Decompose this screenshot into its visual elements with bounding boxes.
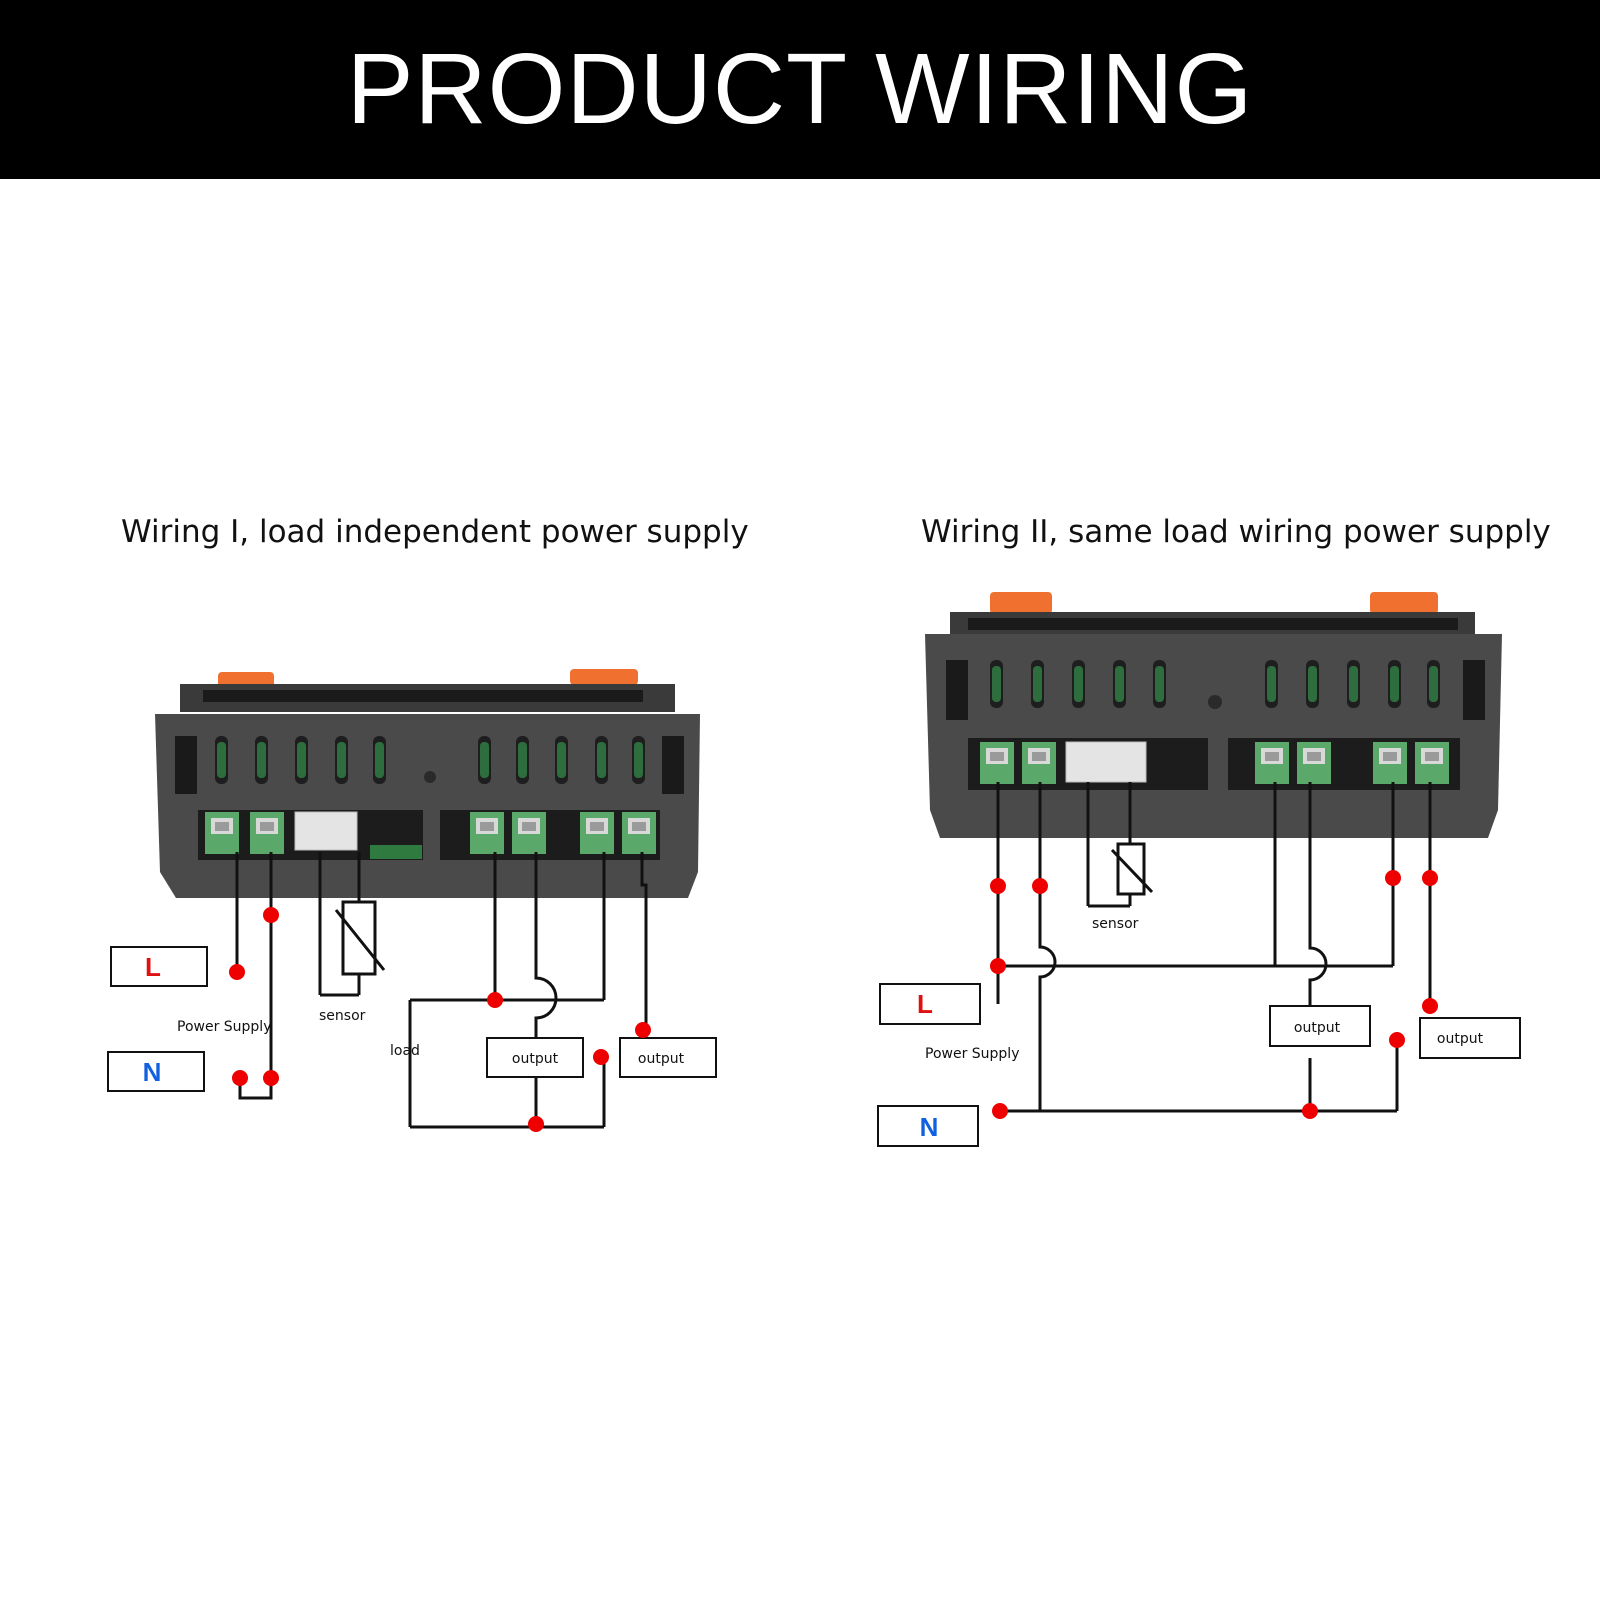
l-box-1: L — [110, 946, 208, 987]
output-box-2b: output — [1419, 1017, 1521, 1059]
connection-dots-2 — [990, 870, 1438, 1119]
controller-device-1 — [155, 669, 700, 898]
sensor-2 — [1110, 842, 1154, 896]
l-label: L — [145, 952, 161, 982]
load-label: load — [390, 1043, 420, 1059]
output-label: output — [512, 1051, 559, 1067]
wiring-1-wires — [235, 852, 648, 1129]
wiring-1-diagram: L N Power Supply sensor load output outp… — [107, 669, 717, 1132]
output-label: output — [1294, 1020, 1341, 1036]
wiring-2-wires — [996, 782, 1432, 1113]
n-label: N — [143, 1057, 162, 1087]
output-box-1a: output — [486, 1037, 584, 1078]
sensor-1 — [334, 900, 386, 976]
l-box-2: L — [879, 983, 981, 1025]
output-label: output — [638, 1051, 685, 1067]
sensor-label: sensor — [1092, 916, 1139, 932]
output-label: output — [1437, 1031, 1484, 1047]
output-box-2a: output — [1269, 1005, 1371, 1047]
power-supply-label: Power Supply — [925, 1046, 1020, 1062]
n-box-2: N — [877, 1105, 979, 1147]
output-box-1b: output — [619, 1037, 717, 1078]
controller-device-2 — [925, 592, 1502, 838]
page-title: PRODUCT WIRING — [346, 33, 1254, 145]
wiring-1-subtitle: Wiring I, load independent power supply — [121, 514, 749, 550]
sensor-label: sensor — [319, 1008, 366, 1024]
connection-dots-1 — [229, 907, 651, 1132]
wiring-2-diagram: L N Power Supply sensor output output — [877, 592, 1521, 1147]
wiring-2-subtitle: Wiring II, same load wiring power supply — [921, 514, 1551, 550]
power-supply-label: Power Supply — [177, 1019, 272, 1035]
header-banner: PRODUCT WIRING — [0, 0, 1600, 179]
l-label: L — [917, 989, 933, 1019]
n-box-1: N — [107, 1051, 205, 1092]
n-label: N — [920, 1112, 939, 1142]
